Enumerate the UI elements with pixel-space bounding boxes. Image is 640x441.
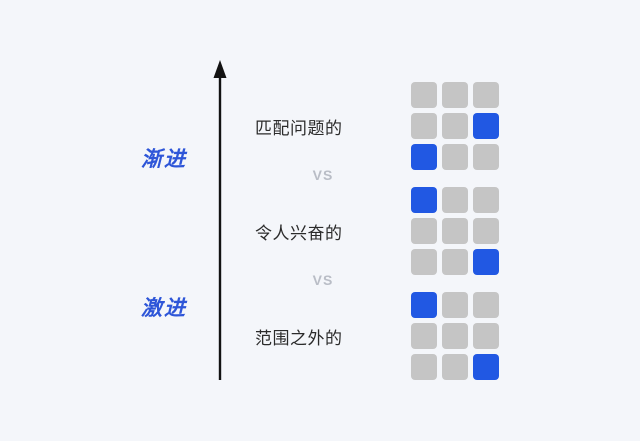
grid-cell [442, 323, 468, 349]
grid-cell [473, 144, 499, 170]
grid-cell [411, 82, 437, 108]
grid-cell [442, 187, 468, 213]
grid-cell [411, 354, 437, 380]
grid-cell [442, 218, 468, 244]
option-label: 令人兴奋的 [255, 223, 343, 243]
grid-cell [442, 144, 468, 170]
option-label: 匹配问题的 [255, 118, 343, 138]
up-arrow-icon [212, 58, 228, 380]
grid-cell [411, 249, 437, 275]
option-row: 匹配问题的 [255, 78, 515, 174]
grid-cell [442, 82, 468, 108]
grid-cell [473, 323, 499, 349]
grid-cell [411, 218, 437, 244]
vs-separator: VS [312, 272, 334, 288]
grid-cell [411, 323, 437, 349]
grid-cell [442, 354, 468, 380]
grid-cell-active [411, 144, 437, 170]
grid-cell [473, 292, 499, 318]
grid-cell-active [473, 249, 499, 275]
grid-cell-active [411, 292, 437, 318]
grid-cell [473, 218, 499, 244]
option-grid [411, 82, 499, 170]
grid-cell-active [473, 113, 499, 139]
grid-cell [442, 113, 468, 139]
option-label: 范围之外的 [255, 328, 343, 348]
grid-cell [411, 113, 437, 139]
option-grid [411, 292, 499, 380]
grid-cell [442, 292, 468, 318]
option-grid [411, 187, 499, 275]
grid-cell [473, 187, 499, 213]
grid-cell [473, 82, 499, 108]
axis-label-bottom: 激进 [141, 297, 187, 320]
vs-separator: VS [312, 167, 334, 183]
axis-label-top: 渐进 [141, 148, 187, 171]
option-row: 令人兴奋的 [255, 183, 515, 279]
grid-cell-active [473, 354, 499, 380]
grid-cell [442, 249, 468, 275]
option-row: 范围之外的 [255, 288, 515, 384]
grid-cell-active [411, 187, 437, 213]
